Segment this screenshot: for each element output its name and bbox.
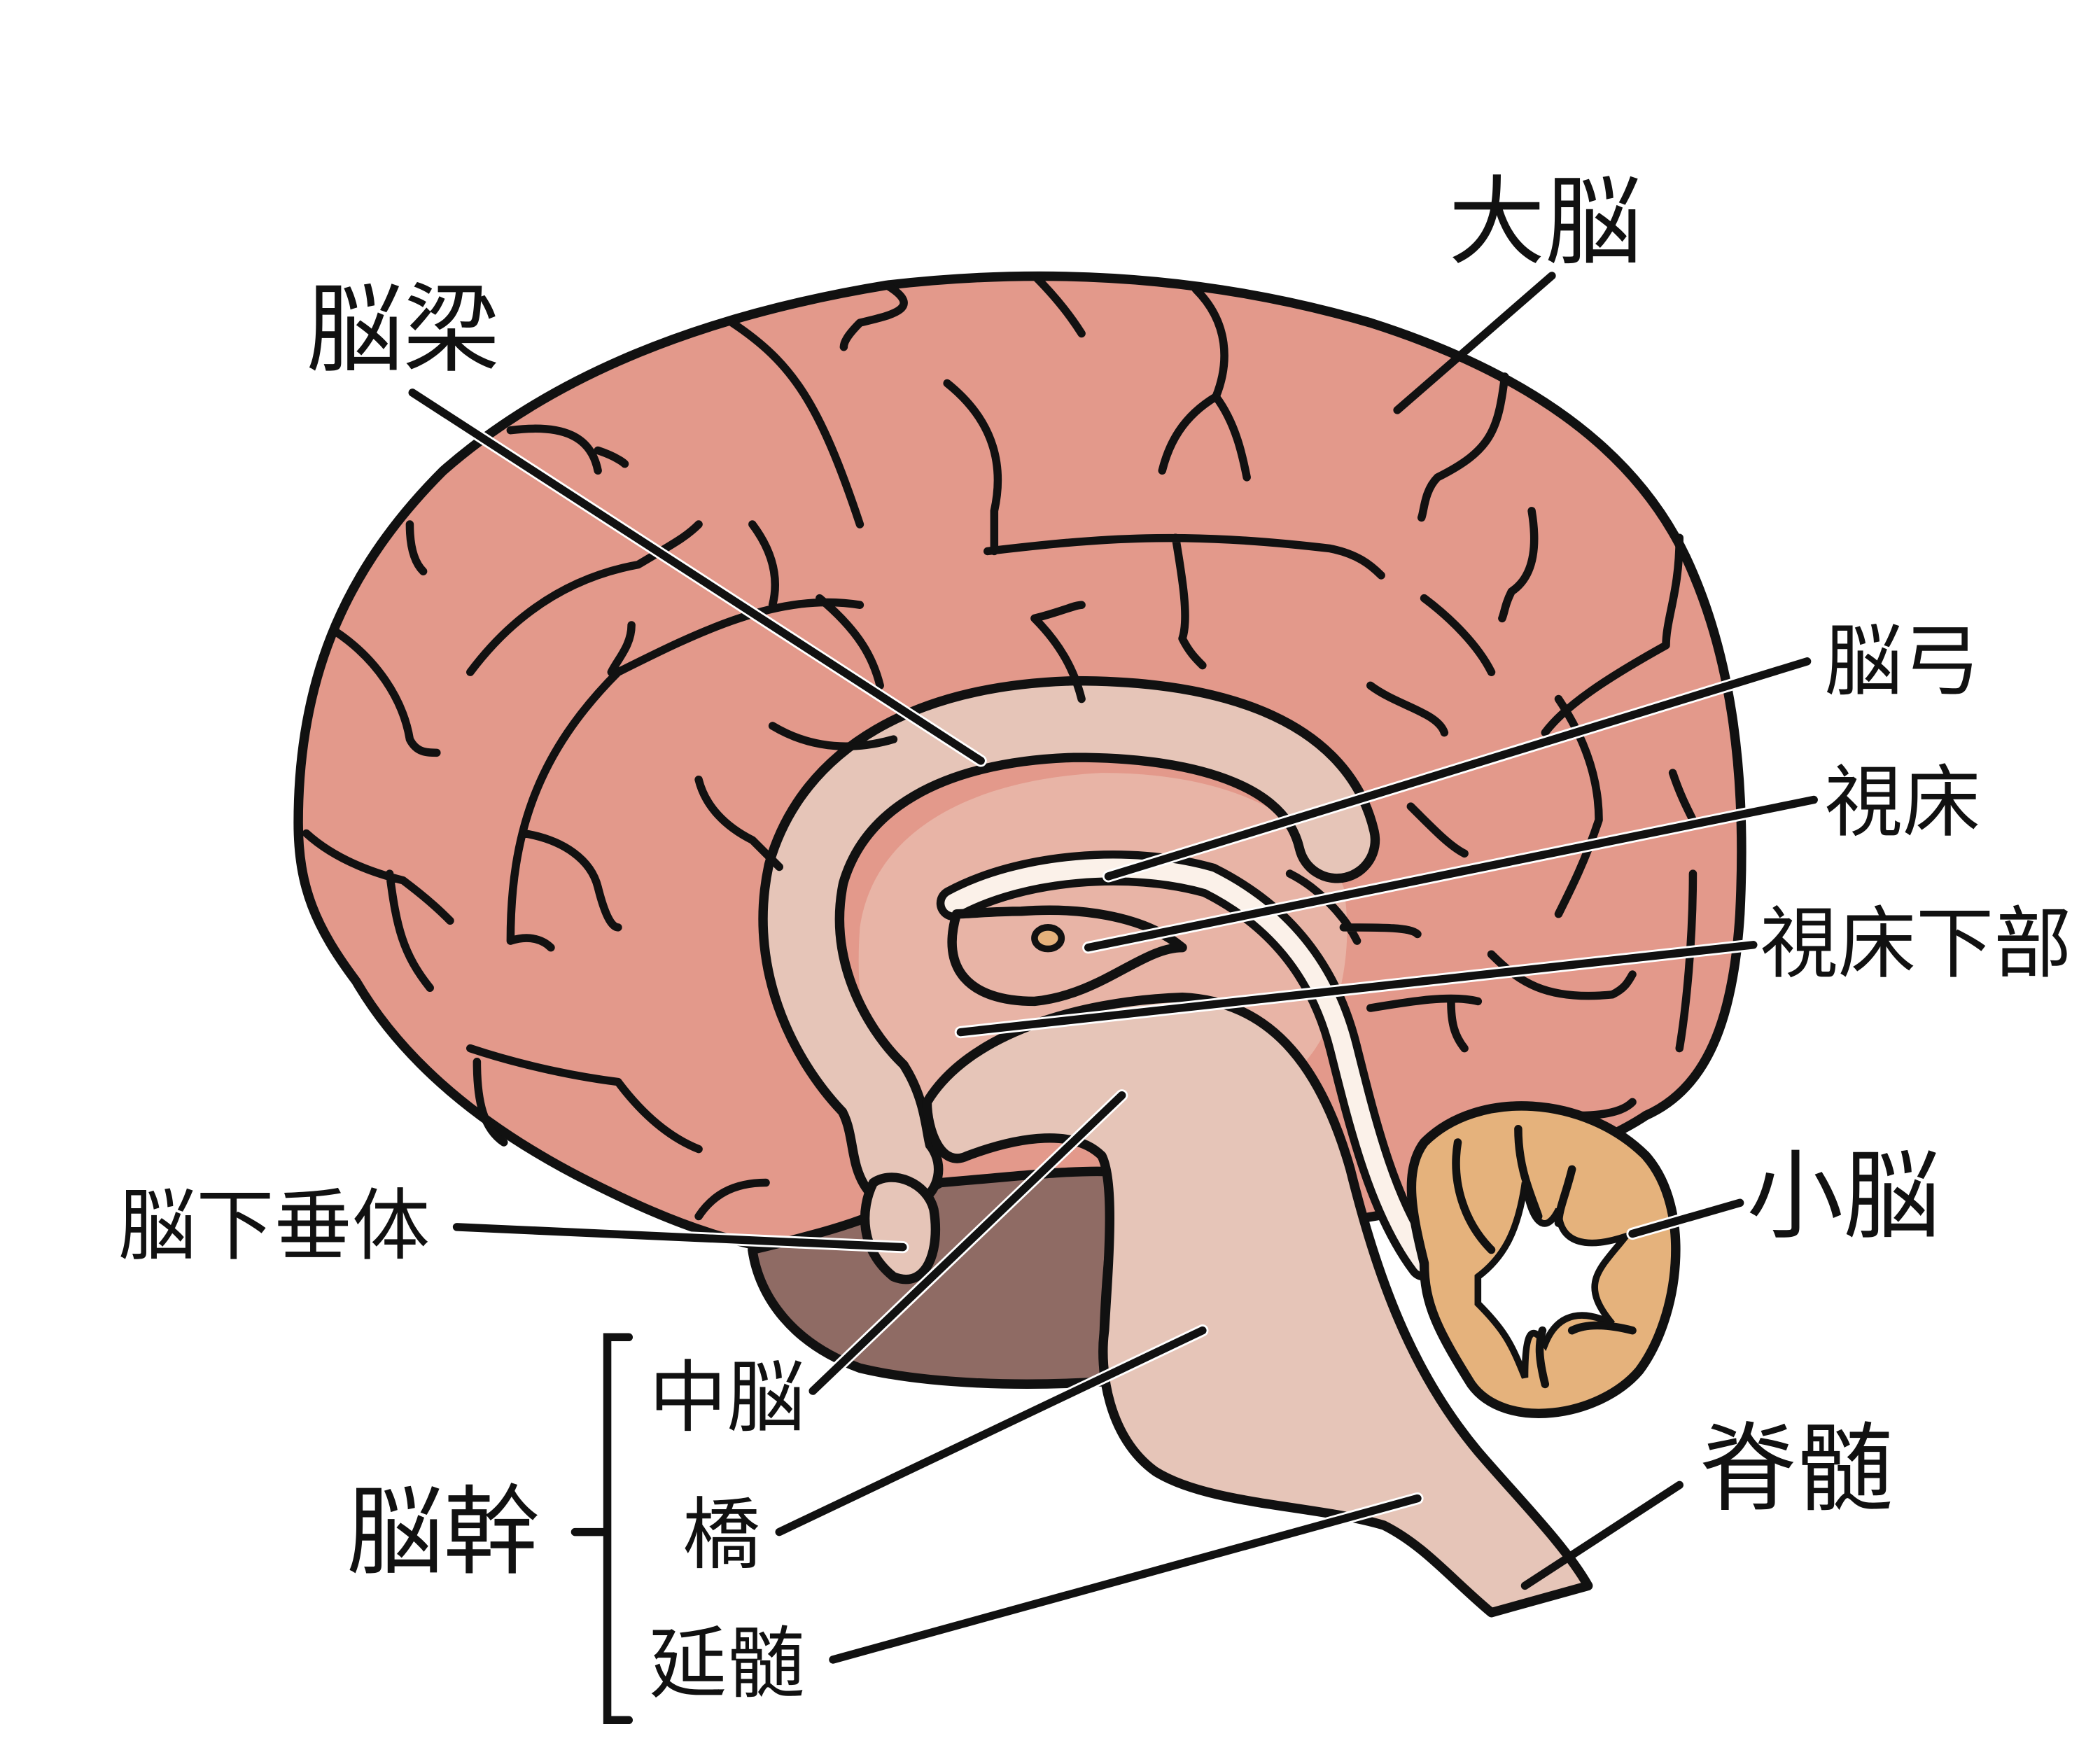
leader-lines	[406, 272, 1820, 1725]
brainstem-bracket	[570, 1333, 634, 1725]
label-pituitary: 脳下垂体	[118, 1181, 430, 1271]
pituitary-shape	[860, 1172, 941, 1284]
label-pons: 橋	[682, 1490, 760, 1581]
thalamus-shape	[947, 905, 1187, 1007]
label-cerebellum: 小脳	[1746, 1140, 1940, 1253]
label-thalamus: 視床	[1825, 758, 1981, 848]
label-brainstem: 脳幹	[346, 1476, 540, 1589]
cerebrum-sulci	[302, 272, 1698, 1221]
label-corpus-callosum: 脳梁	[307, 274, 500, 386]
label-fornix: 脳弓	[1825, 617, 1981, 707]
label-medulla: 延髄	[649, 1619, 805, 1709]
label-spinal-cord: 脊髄	[1700, 1413, 1893, 1525]
thalamus-nucleus	[1031, 924, 1065, 953]
label-midbrain: 中脳	[649, 1353, 805, 1443]
brainstem-shape	[922, 992, 1593, 1618]
label-hypothalamus: 視床下部	[1760, 899, 2071, 989]
label-cerebrum: 大脳	[1448, 166, 1642, 279]
